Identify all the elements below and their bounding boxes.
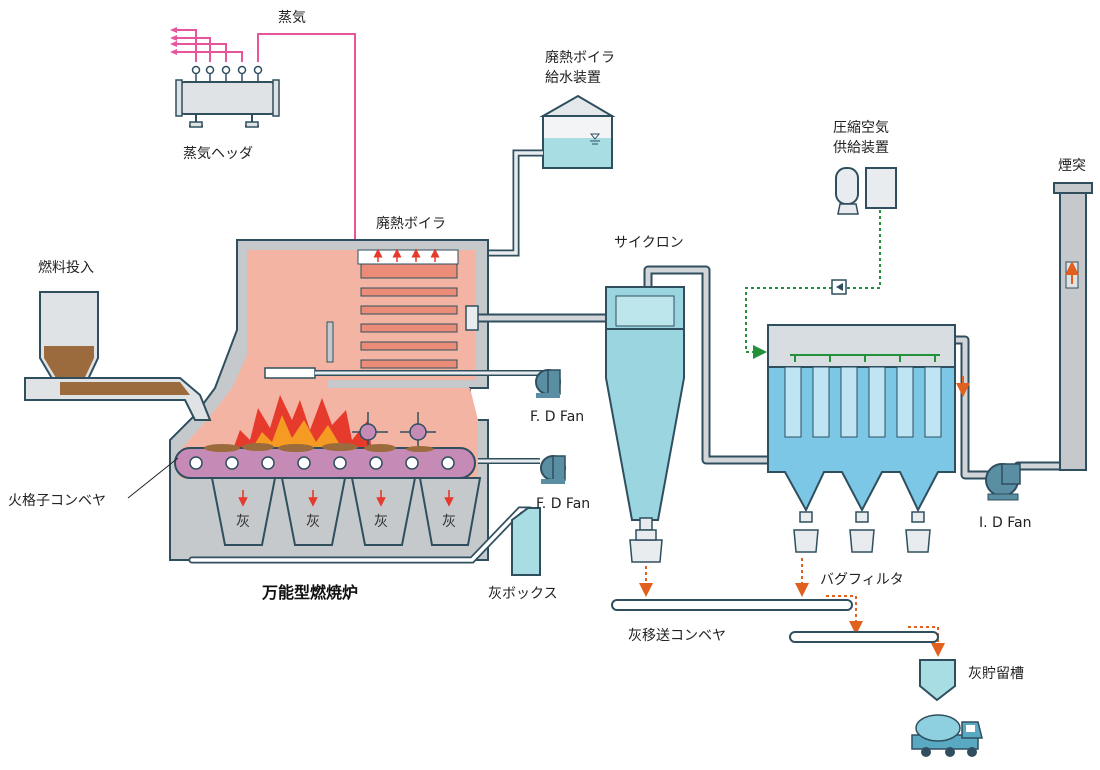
- hopper-ash-2: 灰: [306, 514, 320, 530]
- bag-filter: [767, 324, 956, 553]
- compressed-air-label-line2: 供給装置: [833, 140, 889, 156]
- damper-valves: [352, 412, 436, 448]
- ash-transfer-conveyor: [611, 599, 939, 643]
- feedwater-label-line2: 給水装置: [545, 70, 601, 86]
- grate-conveyor: [174, 443, 476, 479]
- furnace-ash-arrows: [238, 490, 454, 507]
- mixer-truck-icon: [911, 714, 983, 757]
- id-fan: [985, 463, 1021, 501]
- feedwater-tank: [539, 94, 616, 169]
- flue-gas-duct: [465, 265, 1071, 480]
- bag-filter-label: バグフィルタ: [820, 572, 904, 588]
- ash-transfer-conveyor-label: 灰移送コンベヤ: [628, 628, 726, 644]
- compressed-air-unit: [835, 167, 897, 215]
- fd-fan-2: [478, 455, 566, 484]
- feedwater-label-line1: 廃熱ボイラ: [545, 49, 615, 66]
- chimney: [1053, 182, 1093, 471]
- cyclone-label: サイクロン: [614, 235, 684, 251]
- steam-line: [257, 33, 356, 242]
- ash-box: [511, 507, 541, 576]
- fd-fan-1-label: F. D Fan: [530, 409, 584, 425]
- hopper-ash-4: 灰: [442, 514, 456, 530]
- fuel-hopper: [24, 291, 212, 421]
- steam-header: [170, 27, 356, 242]
- conveyor-drop-arrow: [826, 595, 863, 635]
- furnace-boiler-body: [169, 239, 543, 561]
- storage-drop-arrow: [908, 626, 945, 657]
- ash-storage-label: 灰貯留槽: [968, 666, 1024, 682]
- waste-boiler-label: 廃熱ボイラ: [376, 215, 446, 232]
- steam-header-label: 蒸気ヘッダ: [183, 146, 253, 162]
- hopper-ash-3: 灰: [374, 514, 388, 530]
- compressed-air-label-line1: 圧縮空気: [833, 120, 889, 136]
- fd-fan-2-label: F. D Fan: [536, 496, 590, 512]
- ash-storage-tank: [919, 659, 956, 702]
- fire-flames: [232, 395, 372, 452]
- steam-label: 蒸気: [278, 10, 306, 26]
- ash-box-label: 灰ボックス: [488, 586, 558, 602]
- fd-fan-1: [535, 369, 561, 398]
- id-fan-label: I. D Fan: [979, 515, 1031, 531]
- furnace-label: 万能型燃焼炉: [261, 583, 358, 602]
- grate-conveyor-label: 火格子コンベヤ: [8, 493, 106, 509]
- fuel-input-label: 燃料投入: [38, 259, 94, 276]
- chimney-label: 煙突: [1058, 158, 1086, 174]
- compressed-air-line: [745, 210, 881, 359]
- hopper-ash-1: 灰: [236, 514, 250, 530]
- cyclone: [605, 286, 685, 563]
- grate-leader-line: [127, 457, 179, 499]
